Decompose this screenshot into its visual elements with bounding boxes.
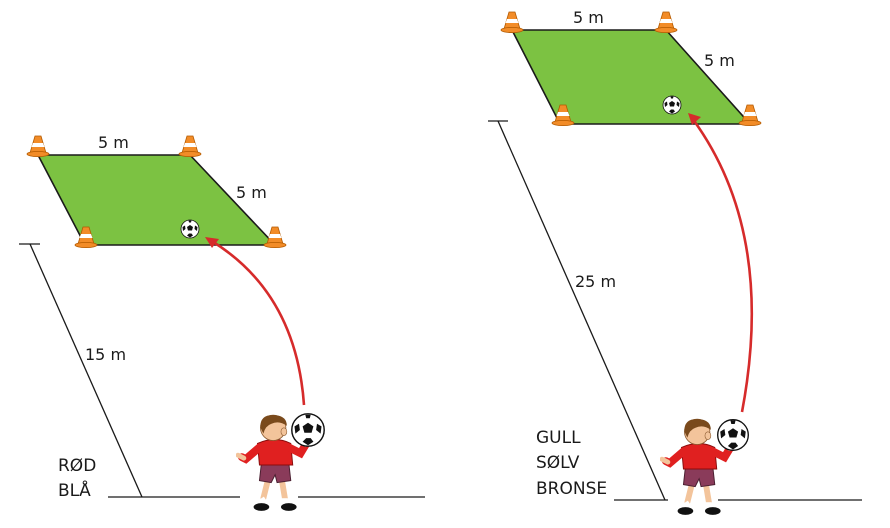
cone-icon <box>178 135 202 157</box>
right-category-gold: GULL <box>536 428 581 448</box>
right-field <box>510 29 752 125</box>
right-distance-label: 25 m <box>575 272 616 291</box>
right-drill: 5 m 5 m 25 m GULL SØLV BRONSE <box>488 8 862 515</box>
left-kick-arrow <box>209 238 306 406</box>
ball-icon <box>291 413 325 447</box>
cone-icon <box>500 11 524 33</box>
ball-icon <box>717 419 749 451</box>
right-top-edge-label: 5 m <box>573 8 604 27</box>
target-ball-icon <box>662 95 682 115</box>
right-distance-line <box>497 120 666 501</box>
right-side-edge-label: 5 m <box>704 51 735 70</box>
target-ball-icon <box>180 219 200 239</box>
left-drill: 5 m 5 m 15 m RØD BLÅ <box>19 133 425 511</box>
left-distance-label: 15 m <box>85 345 126 364</box>
left-category-blue: BLÅ <box>58 479 91 501</box>
right-category-bronze: BRONSE <box>536 479 607 499</box>
right-arrow-head <box>688 113 701 125</box>
left-side-edge-label: 5 m <box>236 183 267 202</box>
cone-icon <box>26 135 50 157</box>
left-arrow-head <box>205 237 219 248</box>
right-kick-arrow <box>690 117 754 413</box>
cone-icon <box>654 11 678 33</box>
left-top-edge-label: 5 m <box>98 133 129 152</box>
left-category-red: RØD <box>58 456 96 476</box>
right-category-silver: SØLV <box>536 453 580 473</box>
left-distance-line <box>29 243 143 498</box>
